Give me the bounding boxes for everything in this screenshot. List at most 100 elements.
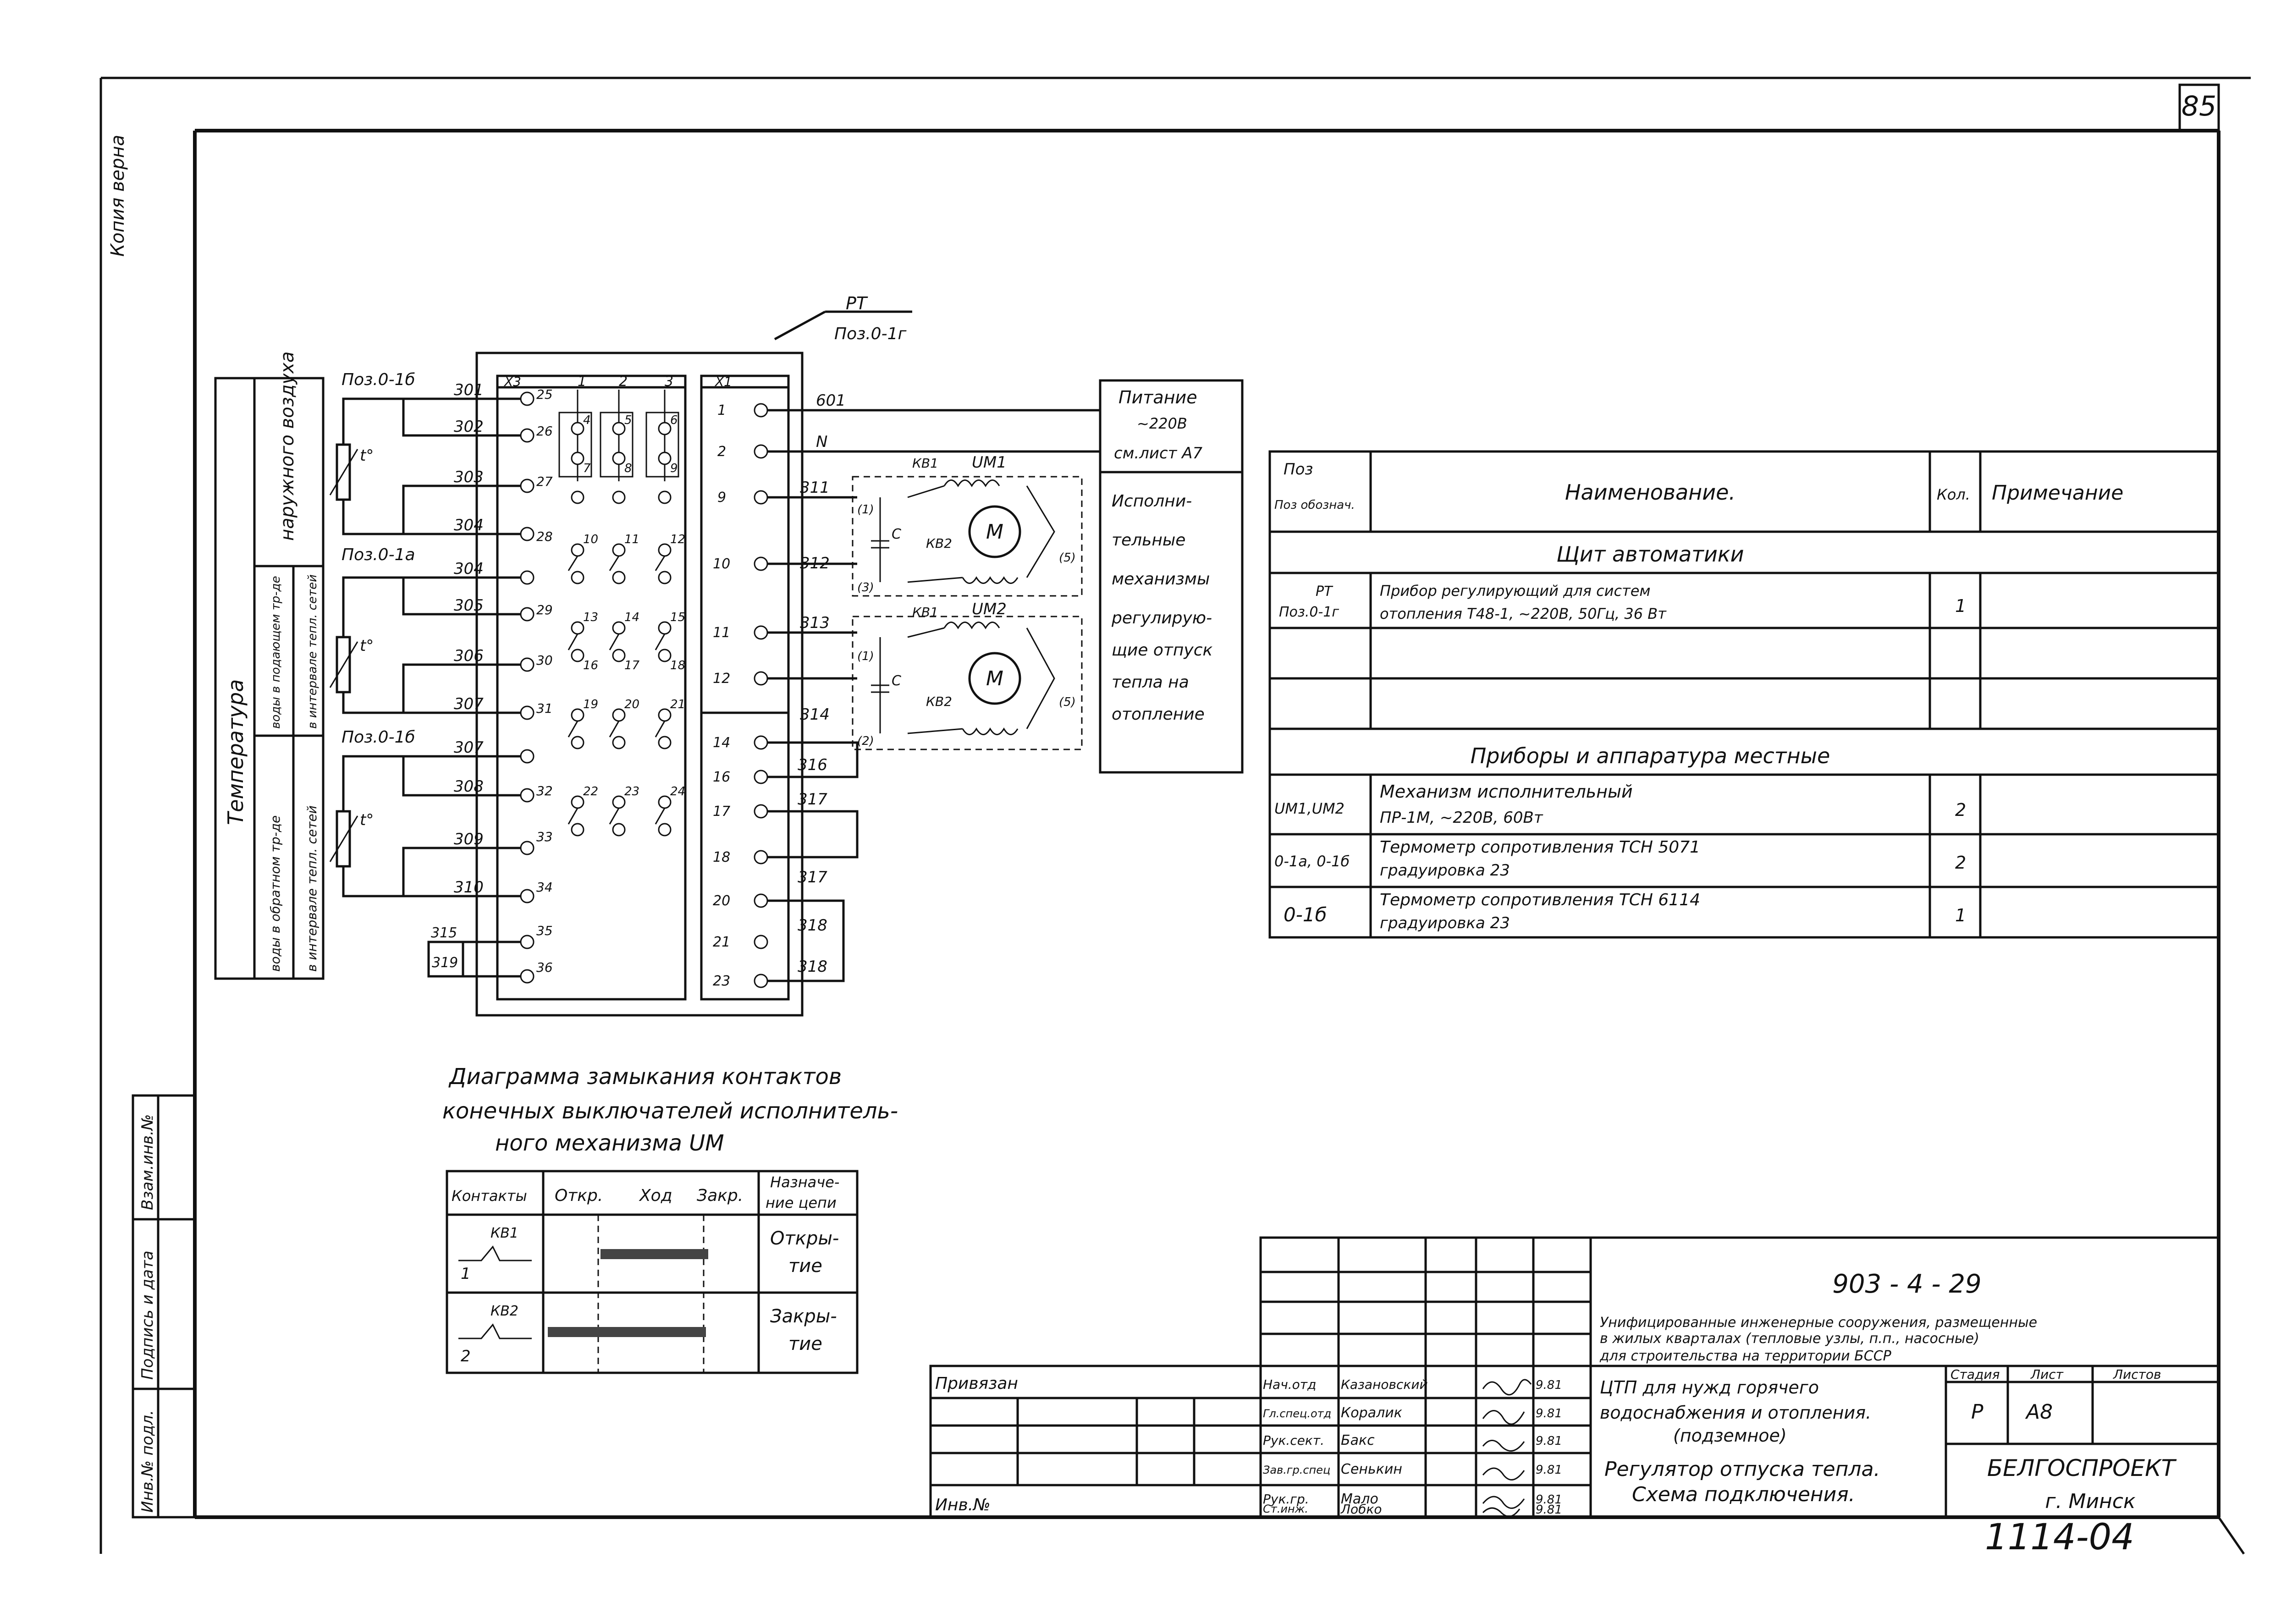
left-margin-stamp [132,1094,196,1519]
right-term-label-12: 12 [713,671,730,687]
um1-pin-3: (3) [857,581,874,595]
controller-tag-bottom: Поз.0-1г [834,325,907,343]
wire-308: 308 [454,777,484,796]
inner-num-15: 15 [670,611,685,624]
right-term-label-16: 16 [713,769,730,785]
inner-contact-grid [558,390,679,837]
spec-hdr-name: Наименование. [1565,480,1736,505]
spec-row2-pos: UM1,UM2 [1274,800,1344,817]
wire-319: 319 [432,955,458,971]
diagram-title-1: Диаграмма замыкания контактов [448,1064,842,1090]
wire-301: 301 [454,381,484,399]
wire-317b: 317 [798,868,827,886]
tb-role-1: Нач.отд [1263,1377,1316,1392]
outdoor-air-label: наружного воздуха [277,352,298,541]
actuators-line-4: регулирую- [1111,609,1212,628]
sensor-2-resistor [329,576,495,714]
kv1-label-a: КВ1 [912,456,938,471]
wire-304: 304 [454,516,484,534]
left-term-label-25: 25 [536,387,553,402]
wire-310: 310 [454,878,484,897]
motor2-symbol: M [986,667,1003,690]
spec-row4-name2: градуировка 23 [1380,914,1510,932]
tb-date-4: 9.81 [1536,1463,1562,1477]
left-term-label-36: 36 [536,960,553,975]
spec-hdr-qty: Кол. [1937,486,1970,503]
spec-hdr-pos-1: Поз [1284,460,1313,479]
inner-num-5: 5 [624,413,632,427]
left-term-label-30: 30 [536,653,553,668]
inner-num-10: 10 [583,533,598,546]
diag-row1-purpose-1: Откры- [770,1228,839,1249]
actuators-line-7: отопление [1112,705,1205,724]
tb-name-1: Казановский [1341,1377,1428,1392]
diag-row1-pin: 1 [461,1265,471,1283]
controller-tag-top: РТ [846,293,868,314]
sensor-3-symbol: t° [360,811,374,829]
inner-num-19: 19 [583,698,598,711]
um2-pin-5: (5) [1059,695,1076,709]
x1-label: Х1 [714,374,732,389]
spec-row3-qty: 2 [1955,853,1966,873]
sensor-1-resistor [329,397,495,535]
tb-name-5: Мало [1341,1491,1378,1507]
spec-row3-name2: градуировка 23 [1380,861,1510,880]
spec-row2-name1: Механизм исполнительный [1380,782,1633,802]
tb-name-6: Лобко [1340,1502,1382,1517]
right-term-label-18: 18 [713,849,730,865]
left-terminal-block [495,391,534,984]
wire-315: 315 [431,925,457,941]
output-wiring [767,394,1102,982]
tb-date-3: 9.81 [1536,1434,1562,1448]
tb-sheet-title-2: Схема подключения. [1632,1483,1855,1506]
tb-org: БЕЛГОСПРОЕКТ [1987,1455,2177,1481]
spec-row3-name1: Термометр сопротивления ТСН 5071 [1380,838,1700,857]
wire-314: 314 [800,705,830,724]
right-terminal-block [754,403,768,988]
diag-col-open: Откр. [555,1186,603,1205]
power-line-2: ~220В [1137,415,1187,432]
sensor-2-symbol: t° [360,637,374,655]
diag-col-purpose-1: Назначе- [770,1173,839,1191]
inner-num-16: 16 [583,659,598,672]
supply-water-label: воды в подающем тр-де [269,576,283,729]
kv2-label-a: КВ2 [926,536,952,551]
um2-label: UM2 [972,600,1007,618]
sensor1-tag: Поз.0-1б [342,370,415,389]
cap1-label: C [892,526,901,542]
power-line-1: Питание [1118,387,1197,407]
supply-water-label-2: в интервале тепл. сетей [306,574,320,729]
stamp-inv-no: Инв.№ подл. [138,1410,157,1513]
diag-col-purpose-2: ние цепи [766,1194,837,1211]
actuators-line-2: тельные [1112,531,1185,550]
tb-role-2: Гл.спец.отд [1263,1407,1331,1420]
inner-num-7: 7 [583,462,591,475]
tb-sheet-title-1: Регулятор отпуска тепла. [1604,1458,1880,1481]
tb-city: г. Минск [2045,1490,2136,1513]
actuators-line-6: тепла на [1112,673,1189,692]
spec-row3-pos: 0-1а, 0-1б [1274,853,1350,870]
right-term-label-23: 23 [713,973,730,989]
jumper-315-319 [427,941,523,978]
wire-307: 307 [454,695,484,713]
inner-num-12: 12 [670,533,685,546]
um1-pin-5: (5) [1059,551,1076,565]
diag-row1-purpose-2: тие [788,1255,822,1277]
actuators-line-1: Исполни- [1112,492,1192,511]
tb-stage-hdr: Стадия [1950,1367,2000,1382]
wire-303: 303 [454,468,484,486]
wire-302: 302 [454,418,484,436]
left-term-label-33: 33 [536,829,553,844]
left-term-label-27: 27 [536,474,553,489]
um1-label: UM1 [972,453,1007,472]
spec-row2-qty: 2 [1955,800,1966,820]
tb-doc-code: 903 - 4 - 29 [1832,1269,1981,1299]
tb-inv-no: Инв.№ [935,1496,991,1514]
spec-row4-name1: Термометр сопротивления ТСН 6114 [1380,891,1700,909]
tb-name-3: Бакс [1341,1432,1375,1448]
spec-row4-qty: 1 [1955,905,1966,925]
diag-col-travel: Ход [639,1186,672,1205]
actuators-line-5: щие отпуск [1112,641,1213,660]
signatures [1482,1379,1532,1517]
